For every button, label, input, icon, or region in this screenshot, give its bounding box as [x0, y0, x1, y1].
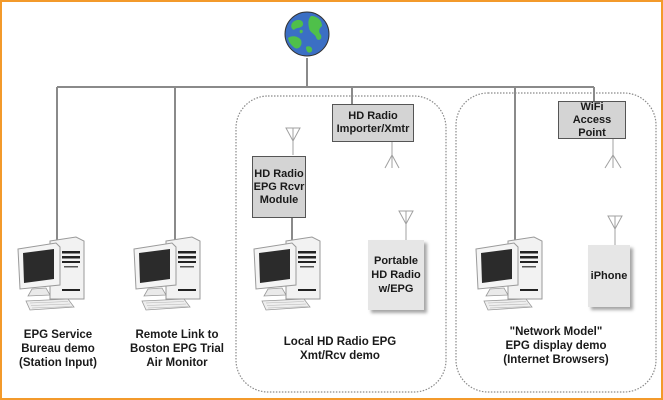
caption-network-group: "Network Model" EPG display demo (Intern…	[470, 325, 642, 367]
box-line: EPG Rcvr	[253, 180, 305, 193]
antenna-icon-wifi	[604, 139, 622, 169]
caption-local-group: Local HD Radio EPG Xmt/Rcv demo	[250, 335, 430, 363]
device-line: Portable	[373, 255, 418, 267]
box-line: WiFi	[580, 100, 604, 113]
box-line: HD Radio	[348, 110, 398, 122]
caption-line: Remote Link to	[135, 329, 219, 341]
desktop-computer-icon	[253, 236, 321, 311]
caption-line: Local HD Radio EPG	[283, 336, 397, 348]
caption-line: Boston EPG Trial	[130, 343, 224, 355]
portable-hd-radio-device: Portable HD Radio w/EPG	[368, 240, 424, 310]
caption-line: Xmt/Rcv demo	[300, 350, 380, 362]
caption-line: Bureau demo	[21, 343, 95, 355]
box-line: Access Point	[572, 113, 612, 139]
box-line: Importer/Xmtr	[336, 123, 410, 135]
device-line: iPhone	[590, 270, 628, 282]
network-lines	[56, 58, 595, 240]
caption-line: EPG Service	[23, 329, 93, 341]
device-line: w/EPG	[378, 283, 414, 295]
desktop-computer-icon	[133, 236, 201, 311]
caption-remote-link: Remote Link to Boston EPG Trial Air Moni…	[120, 328, 234, 370]
caption-line: Air Monitor	[146, 357, 208, 369]
caption-service-bureau: EPG Service Bureau demo (Station Input)	[2, 328, 114, 370]
antenna-icon-iphone	[607, 215, 623, 245]
antenna-icon-portable	[398, 210, 414, 240]
box-line: Module	[259, 193, 299, 206]
iphone-device: iPhone	[588, 245, 630, 307]
group-outline-local	[235, 95, 447, 393]
desktop-computer-icon	[475, 236, 543, 311]
device-line: HD Radio	[371, 269, 421, 281]
antenna-icon-rcvr	[285, 127, 301, 155]
caption-line: (Internet Browsers)	[503, 354, 609, 366]
desktop-computer-icon	[17, 236, 85, 311]
antenna-icon-importer	[384, 142, 400, 169]
box-line: HD Radio	[254, 167, 304, 180]
caption-line: (Station Input)	[19, 357, 97, 369]
caption-line: EPG display demo	[505, 340, 607, 352]
caption-line: "Network Model"	[509, 326, 603, 338]
group-outline-network	[455, 92, 657, 393]
globe-icon	[284, 11, 330, 57]
